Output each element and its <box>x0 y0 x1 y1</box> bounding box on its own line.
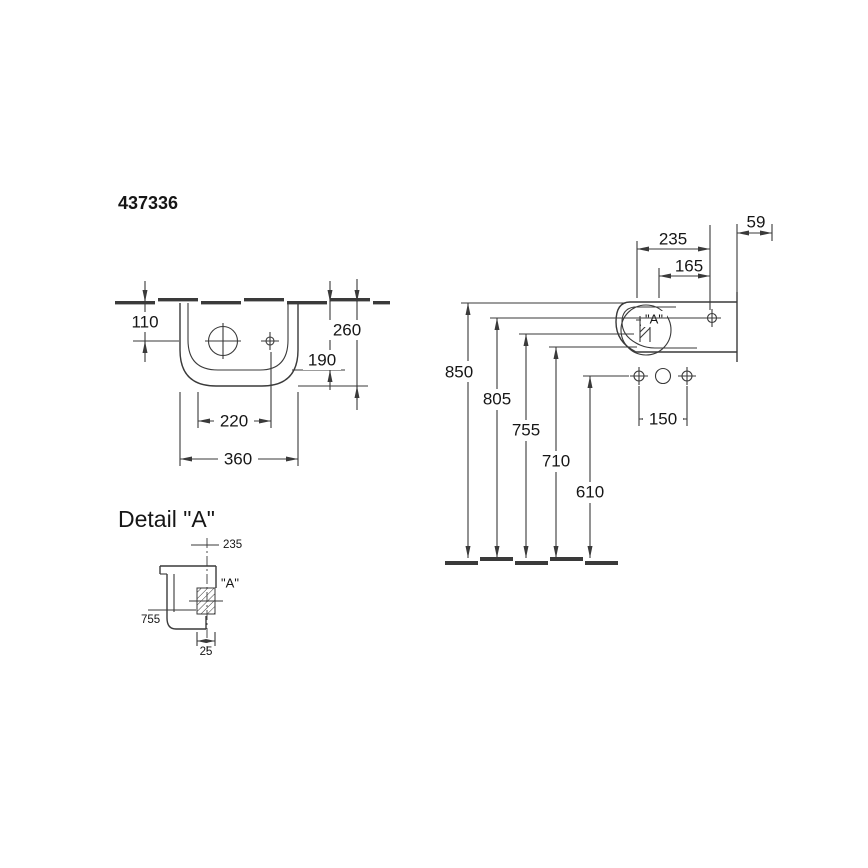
detail-a-label: "A" <box>221 576 239 591</box>
dimension-59: 59 <box>736 213 773 292</box>
detail-dimension-25: 25 <box>196 632 216 658</box>
dim-label-235: 235 <box>659 230 687 249</box>
plan-view: 110 190 260 220 <box>115 279 390 469</box>
basin-plan-outline <box>179 303 299 387</box>
product-code: 437336 <box>118 193 178 213</box>
detail-dim-label-235: 235 <box>223 539 242 551</box>
dimension-110: 110 <box>126 281 179 362</box>
elevation-view: "A" 850 805 755 <box>437 213 773 565</box>
detail-marker: "A" <box>620 304 672 356</box>
detail-view: Detail "A" 235 "A" 755 <box>118 506 242 658</box>
dimension-165: 165 <box>658 257 710 298</box>
wall-fixing-hole-symbol <box>703 309 721 327</box>
dim-label-165: 165 <box>675 257 703 276</box>
dim-label-755: 755 <box>512 421 540 440</box>
dim-label-710: 710 <box>542 452 570 471</box>
drain-outlet-symbol <box>654 367 672 385</box>
detail-dimension-755: 755 <box>141 609 196 626</box>
drain-symbol <box>205 323 241 359</box>
dim-label-260: 260 <box>333 321 361 340</box>
dim-label-59: 59 <box>747 213 766 232</box>
floor-hatch <box>445 557 618 565</box>
dimension-755: 755 <box>504 334 548 558</box>
detail-title: Detail "A" <box>118 506 215 532</box>
dimension-710: 710 <box>534 347 578 558</box>
detail-marker-circle <box>620 304 672 356</box>
wall-hatch <box>115 298 390 305</box>
dimension-850: 850 <box>437 303 481 558</box>
tap-hole-symbol <box>261 332 279 350</box>
detail-dim-label-755: 755 <box>141 614 160 626</box>
dim-label-150: 150 <box>649 410 677 429</box>
detail-dimension-235: 235 <box>191 539 242 551</box>
dim-label-110: 110 <box>131 313 158 332</box>
dimension-235: 235 <box>636 225 711 310</box>
dim-label-360: 360 <box>224 450 252 469</box>
dim-label-190: 190 <box>308 351 336 370</box>
dimension-220: 220 <box>197 352 272 431</box>
fixing-hole-symbol-left <box>630 367 648 385</box>
detail-label-a: "A" <box>645 312 663 327</box>
dim-label-610: 610 <box>576 483 604 502</box>
dimension-610: 610 <box>568 376 612 558</box>
dim-label-220: 220 <box>220 412 248 431</box>
dim-label-805: 805 <box>483 390 511 409</box>
dimension-260: 260 <box>327 279 367 410</box>
rim-section-profile <box>159 565 223 630</box>
dimension-150: 150 <box>638 386 688 429</box>
detail-dim-label-25: 25 <box>200 646 213 658</box>
dimension-805: 805 <box>475 318 519 558</box>
fixing-hole-symbol-right <box>678 367 696 385</box>
dimension-360: 360 <box>179 392 299 469</box>
tap-hole-section-hatch <box>196 587 216 615</box>
dim-label-850: 850 <box>445 363 473 382</box>
